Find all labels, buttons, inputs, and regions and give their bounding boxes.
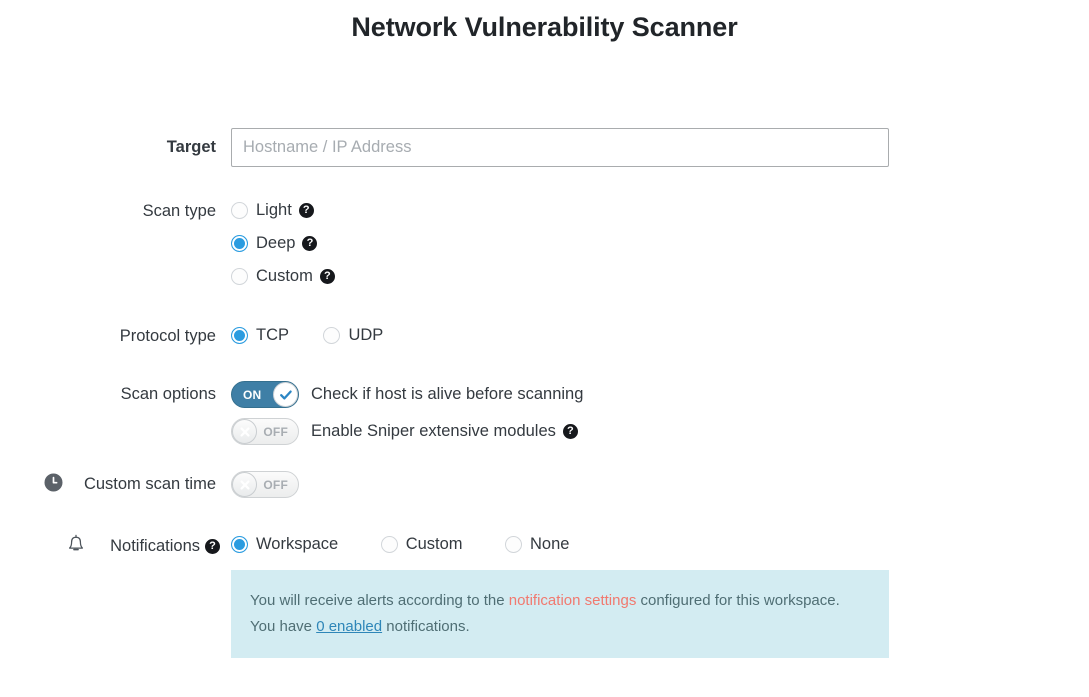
check-icon [279,389,292,400]
scan-options-label: Scan options [120,385,216,403]
help-icon-sniper[interactable]: ? [562,424,578,439]
notifications-label: Notifications [110,537,200,555]
target-label: Target [166,138,216,156]
radio-icon-none[interactable] [505,536,522,553]
scan-option-text-sniper: Enable Sniper extensive modules [311,422,556,440]
toggle-custom-scan-time[interactable]: OFF [231,471,299,498]
radio-notifications-custom[interactable]: Custom [380,535,463,554]
radio-label-notifications-custom: Custom [405,535,463,553]
toggle-state-label-custom-scan-time: OFF [263,477,288,492]
page-title: Network Vulnerability Scanner [351,12,738,42]
info-line-2-pre: You have [250,618,317,635]
toggle-knob-sniper [232,419,257,444]
scan-option-sniper-modules: OFF Enable Sniper extensive modules ? [231,418,583,445]
radio-label-custom: Custom [256,267,313,285]
scan-option-host-alive: ON Check if host is alive before scannin… [231,381,583,408]
radio-notifications-none[interactable]: None [505,535,569,554]
radio-scan-type-light[interactable]: Light ? [231,201,314,220]
radio-label-udp: UDP [348,326,384,344]
radio-icon-custom[interactable] [231,268,248,285]
notifications-info-box: You will receive alerts according to the… [231,570,889,658]
radio-icon-udp[interactable] [323,327,341,344]
info-line-1-pre: You will receive alerts according to the [250,592,509,609]
help-icon-deep[interactable]: ? [302,236,318,251]
help-icon-custom[interactable]: ? [319,269,335,284]
radio-label-tcp: TCP [256,326,289,344]
info-line-2-post: notifications. [382,618,470,635]
radio-label-deep: Deep [256,234,296,252]
radio-label-none: None [530,535,570,553]
radio-icon-deep[interactable] [231,235,248,252]
radio-protocol-udp[interactable]: UDP [323,326,383,345]
cross-icon [239,479,250,490]
protocol-type-label: Protocol type [119,327,216,345]
radio-icon-light[interactable] [231,202,248,219]
cross-icon [239,426,250,437]
clock-icon [44,473,63,492]
info-line-1: You will receive alerts according to the… [250,588,870,614]
radio-label-light: Light [256,201,292,219]
radio-protocol-tcp[interactable]: TCP [231,326,289,345]
help-icon-notifications[interactable]: ? [205,539,220,554]
custom-scan-time-label: Custom scan time [83,475,216,493]
radio-label-workspace: Workspace [256,535,339,553]
toggle-state-label-host-alive: ON [243,387,262,402]
toggle-knob-custom-scan-time [232,472,257,497]
scan-type-label: Scan type [142,202,216,220]
bell-icon [66,534,86,555]
radio-notifications-workspace[interactable]: Workspace [231,535,338,554]
radio-icon-notifications-custom[interactable] [380,536,398,553]
help-icon-light[interactable]: ? [298,203,314,218]
radio-scan-type-custom[interactable]: Custom ? [231,267,335,286]
radio-scan-type-deep[interactable]: Deep ? [231,234,318,253]
toggle-check-host-alive[interactable]: ON [231,381,299,408]
info-line-2: You have 0 enabled notifications. [250,614,870,640]
scan-option-text-host-alive: Check if host is alive before scanning [311,385,584,403]
notification-settings-link[interactable]: notification settings [508,592,637,609]
info-line-1-post: configured for this workspace. [636,592,840,609]
enabled-notifications-link[interactable]: 0 enabled [316,618,383,635]
toggle-knob-host-alive [273,382,298,407]
radio-icon-tcp[interactable] [231,327,248,344]
toggle-sniper-modules[interactable]: OFF [231,418,299,445]
target-input[interactable] [231,128,889,167]
radio-icon-workspace[interactable] [231,536,248,553]
toggle-state-label-sniper: OFF [263,424,288,439]
